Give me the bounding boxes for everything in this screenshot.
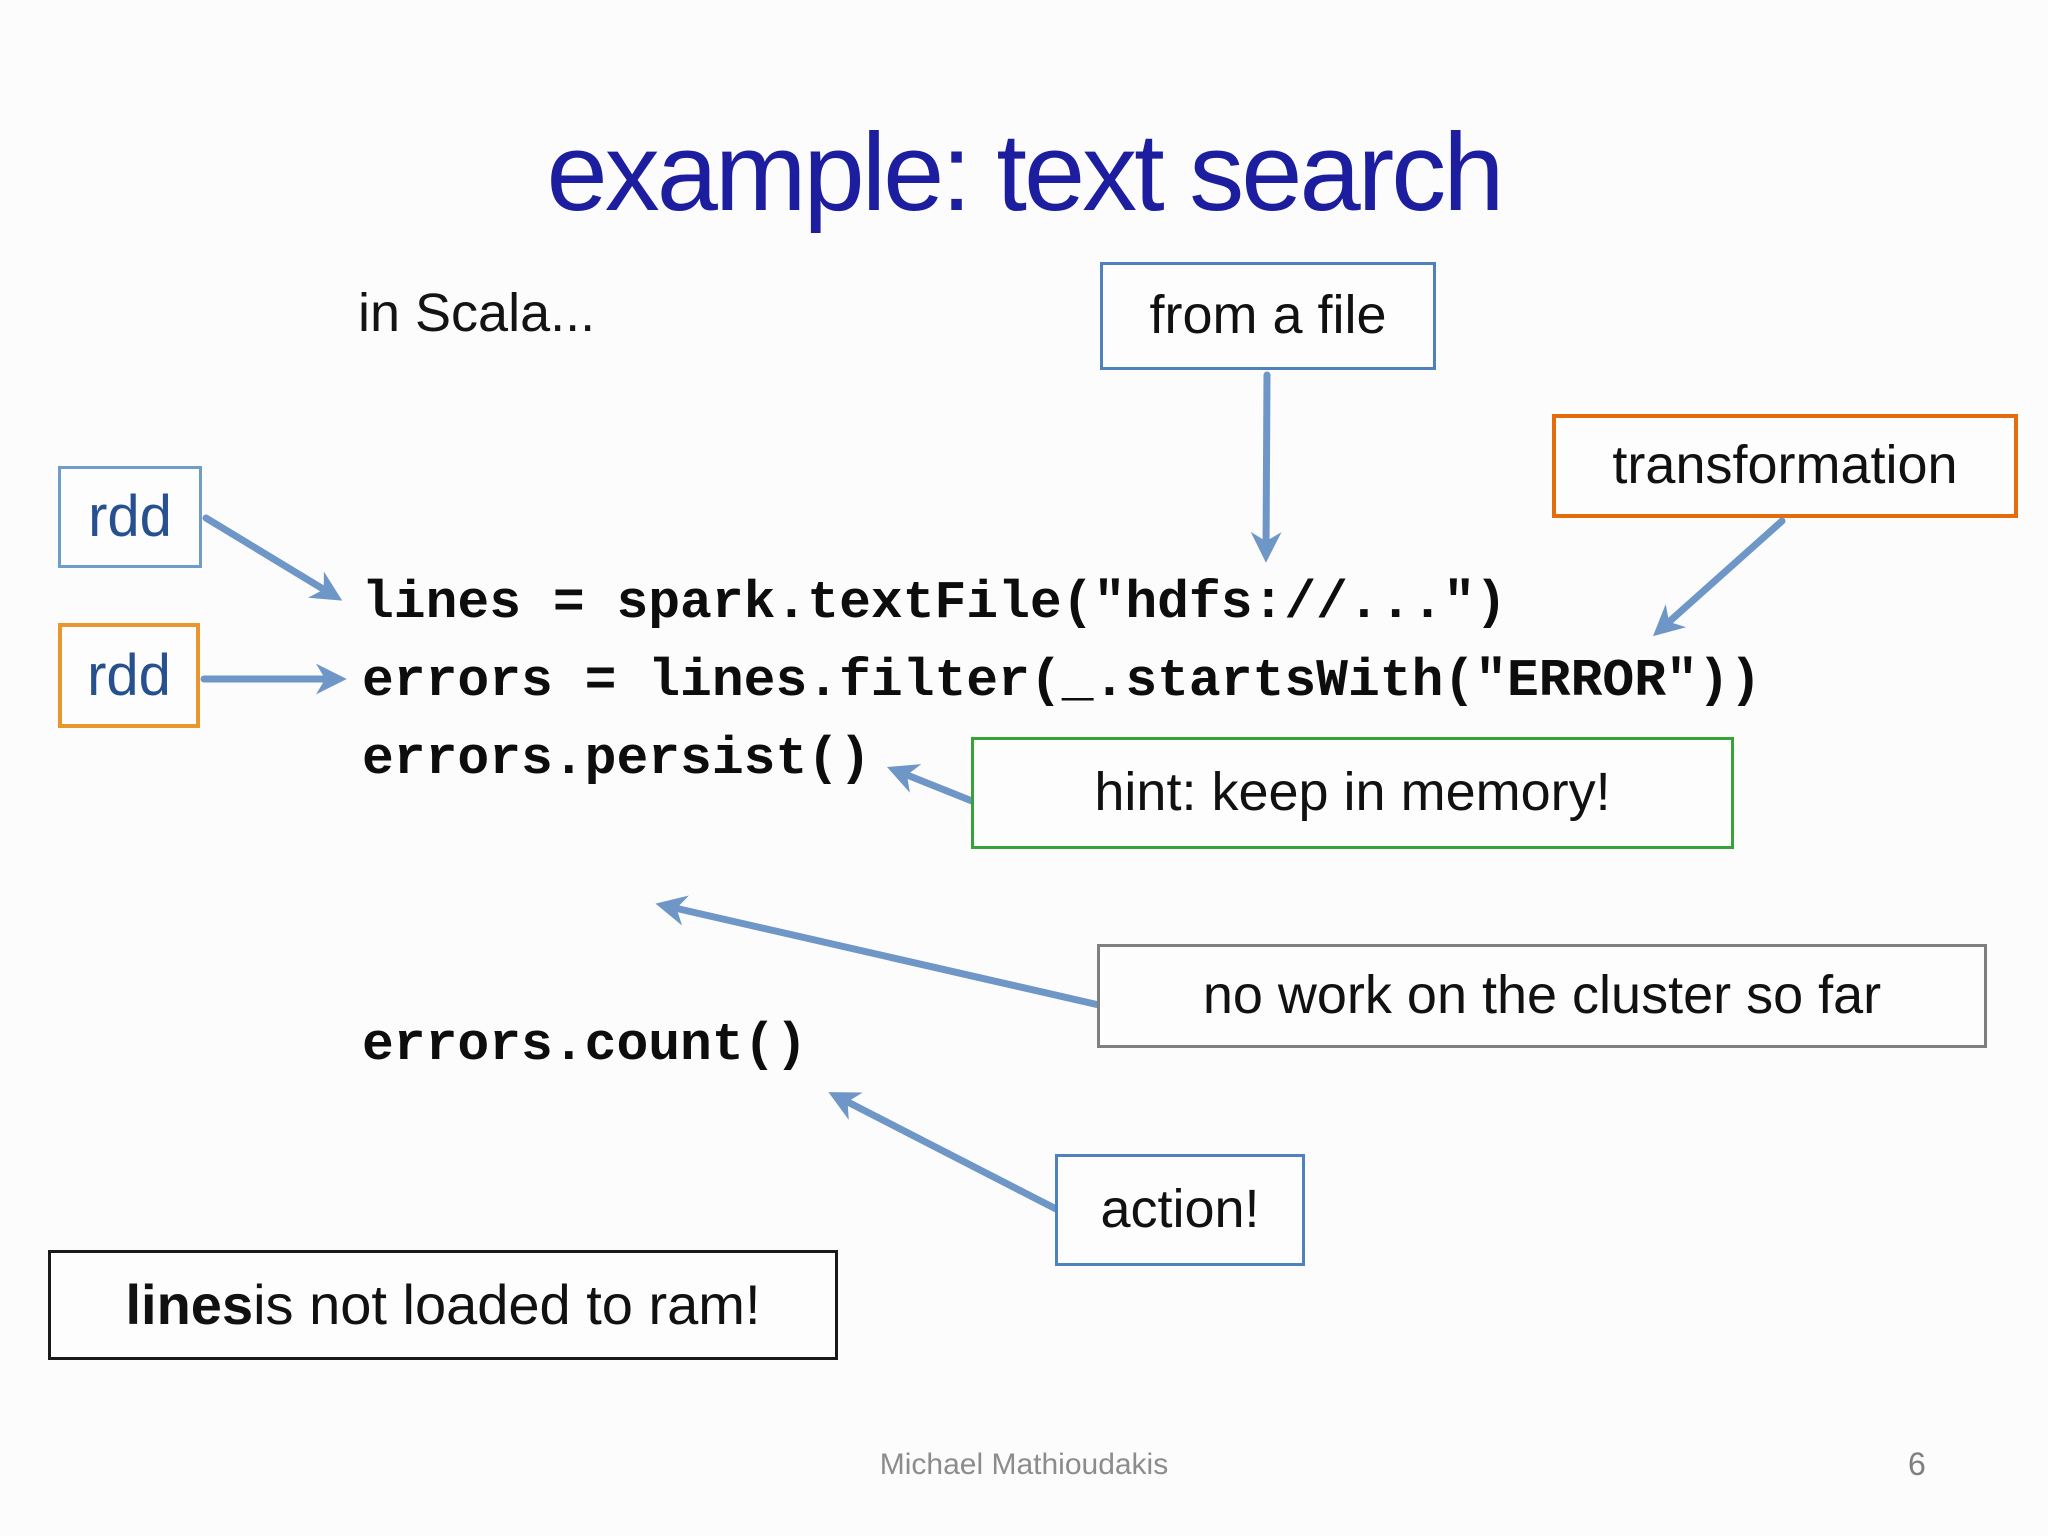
- footer-page-number: 6: [1908, 1446, 1926, 1482]
- callout-from-a-file: from a file: [1100, 262, 1436, 370]
- callout-action-label: action!: [1100, 1179, 1260, 1240]
- callout-rdd-top-label: rdd: [88, 484, 172, 550]
- callout-hint-label: hint: keep in memory!: [1094, 762, 1611, 823]
- arrow-rdd-top-to-lines-icon: [202, 514, 343, 601]
- callout-action: action!: [1055, 1154, 1305, 1266]
- code-line-textfile: lines = spark.textFile("hdfs://..."): [362, 573, 1507, 633]
- note-rest-text: is not loaded to ram!: [253, 1273, 761, 1337]
- callout-lines-not-loaded: lines is not loaded to ram!: [48, 1250, 838, 1360]
- arrow-transformation-to-filter-icon: [1652, 517, 1786, 637]
- callout-no-work-label: no work on the cluster so far: [1202, 965, 1882, 1026]
- callout-hint-keep-in-memory: hint: keep in memory!: [971, 737, 1734, 849]
- callout-rdd-bottom: rdd: [58, 623, 200, 728]
- code-line-count: errors.count(): [362, 1015, 808, 1075]
- callout-no-work-on-cluster: no work on the cluster so far: [1097, 944, 1987, 1048]
- arrow-no-work-to-code-icon: [655, 895, 1103, 1009]
- arrow-from-file-to-code-icon: [1250, 371, 1282, 563]
- callout-rdd-bottom-label: rdd: [87, 642, 171, 708]
- arrow-hint-to-persist-icon: [886, 764, 976, 805]
- callout-from-a-file-label: from a file: [1149, 285, 1387, 346]
- callout-transformation: transformation: [1552, 414, 2018, 518]
- slide-title: example: text search: [546, 111, 1505, 234]
- subtitle-in-scala: in Scala...: [358, 283, 596, 343]
- arrow-action-to-count-icon: [828, 1092, 1064, 1215]
- callout-rdd-top: rdd: [58, 466, 202, 568]
- callout-transformation-label: transformation: [1612, 435, 1958, 496]
- code-line-persist: errors.persist(): [362, 729, 871, 789]
- note-bold-word: lines: [125, 1273, 254, 1337]
- code-line-filter: errors = lines.filter(_.startsWith("ERRO…: [362, 651, 1762, 711]
- footer-author: Michael Mathioudakis: [879, 1448, 1169, 1481]
